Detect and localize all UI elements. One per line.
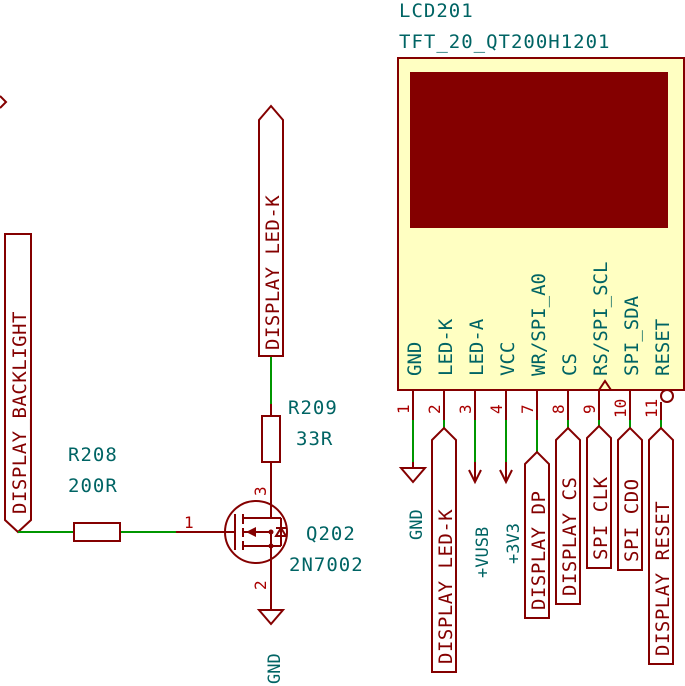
label-display-led-k-top[interactable]: DISPLAY_LED-K <box>258 104 284 357</box>
label-display-reset[interactable]: DISPLAY_RESET <box>648 426 674 665</box>
svg-text:SPI_CLK: SPI_CLK <box>590 476 612 560</box>
lcd-pin-name-cs: CS <box>559 353 581 376</box>
svg-text:DISPLAY_RESET: DISPLAY_RESET <box>652 501 674 656</box>
lcd-pin-num-3: 3 <box>456 404 475 414</box>
svg-text:DISPLAY_LED-K: DISPLAY_LED-K <box>262 195 284 350</box>
svg-text:DISPLAY_BACKLIGHT: DISPLAY_BACKLIGHT <box>9 311 31 514</box>
lcd-pin-num-10: 10 <box>611 399 630 418</box>
lcd-pin-num-1: 1 <box>394 404 413 414</box>
q202-reference: Q202 <box>306 523 356 545</box>
label-display-dp[interactable]: DISPLAY_DP <box>524 450 550 619</box>
r209-value: 33R <box>296 428 333 450</box>
svg-text:SPI_CDO: SPI_CDO <box>621 478 643 562</box>
lcd-pin-num-9: 9 <box>580 404 599 414</box>
gnd-lcd-label: GND <box>407 509 427 540</box>
lcd-pin-name-rs-spi-scl: RS/SPI_SCL <box>590 262 612 376</box>
ground-icon <box>256 609 286 626</box>
label-display-backlight[interactable]: DISPLAY_BACKLIGHT <box>4 233 32 534</box>
lcd-pin-name-wr-spi-a0: WR/SPI_A0 <box>528 273 550 376</box>
r208-value: 200R <box>68 475 118 497</box>
gnd-q202-label: GND <box>265 653 285 684</box>
label-display-led-k[interactable]: DISPLAY_LED-K <box>431 426 457 673</box>
mosfet-q202[interactable]: 1 3 2 Q202 2N7002 <box>176 464 364 596</box>
lcd-pin-name-reset: RESET <box>652 319 674 376</box>
resistor-r209[interactable]: R209 33R <box>261 397 338 466</box>
lcd-screen <box>410 72 668 228</box>
lcd201-symbol[interactable]: LCD201 TFT_20_QT200H1201 GND LED-K LED-A… <box>394 0 685 420</box>
q202-value: 2N7002 <box>289 554 364 576</box>
offpage-label-edge <box>0 95 8 109</box>
vusb-label: +VUSB <box>473 527 493 578</box>
label-display-cs[interactable]: DISPLAY_CS <box>555 426 581 605</box>
q202-drain-pin-num: 3 <box>251 486 270 496</box>
r208-reference: R208 <box>68 444 118 466</box>
lcd-pin-num-2: 2 <box>425 404 444 414</box>
lcd-pin-name-vcc: VCC <box>497 342 519 376</box>
lcd-pin-name-led-k: LED-K <box>435 318 457 376</box>
svg-text:DISPLAY_CS: DISPLAY_CS <box>559 477 581 596</box>
ground-icon <box>398 467 428 484</box>
gnd-symbol-q202: GND <box>256 596 286 684</box>
lcd-pin-num-8: 8 <box>549 404 568 414</box>
v3v3-label: +3V3 <box>504 523 524 564</box>
lcd-pin-name-gnd: GND <box>404 342 426 376</box>
lcd-reference: LCD201 <box>399 0 474 22</box>
vusb-symbol: +VUSB <box>468 462 493 578</box>
q202-body-circle <box>224 500 288 564</box>
q202-source-pin-num: 2 <box>251 580 270 590</box>
lcd-pin-num-7: 7 <box>518 404 537 414</box>
r209-body <box>261 415 281 463</box>
lcd-pin-name-led-a: LED-A <box>466 318 488 376</box>
q202-gate-pin-num: 1 <box>184 513 194 532</box>
resistor-r208[interactable]: R208 200R <box>68 444 121 542</box>
r208-body <box>73 522 121 542</box>
gnd-symbol-lcd: GND <box>398 462 428 540</box>
r209-reference: R209 <box>288 397 338 419</box>
lcd-pin-num-4: 4 <box>487 404 506 414</box>
lcd-pin-num-11: 11 <box>642 399 661 418</box>
label-spi-clk[interactable]: SPI_CLK <box>586 424 612 569</box>
q202-arrow <box>246 527 256 537</box>
lcd-pin-name-spi-sda: SPI_SDA <box>621 295 643 376</box>
lcd-value: TFT_20_QT200H1201 <box>399 31 610 53</box>
label-spi-cdo[interactable]: SPI_CDO <box>617 426 643 571</box>
lcd-pin9-clock-marker <box>598 379 612 391</box>
v3v3-symbol: +3V3 <box>499 462 524 564</box>
lcd-pin11-inversion-bubble <box>660 389 674 403</box>
svg-text:DISPLAY_LED-K: DISPLAY_LED-K <box>435 509 457 664</box>
svg-text:DISPLAY_DP: DISPLAY_DP <box>528 491 550 610</box>
